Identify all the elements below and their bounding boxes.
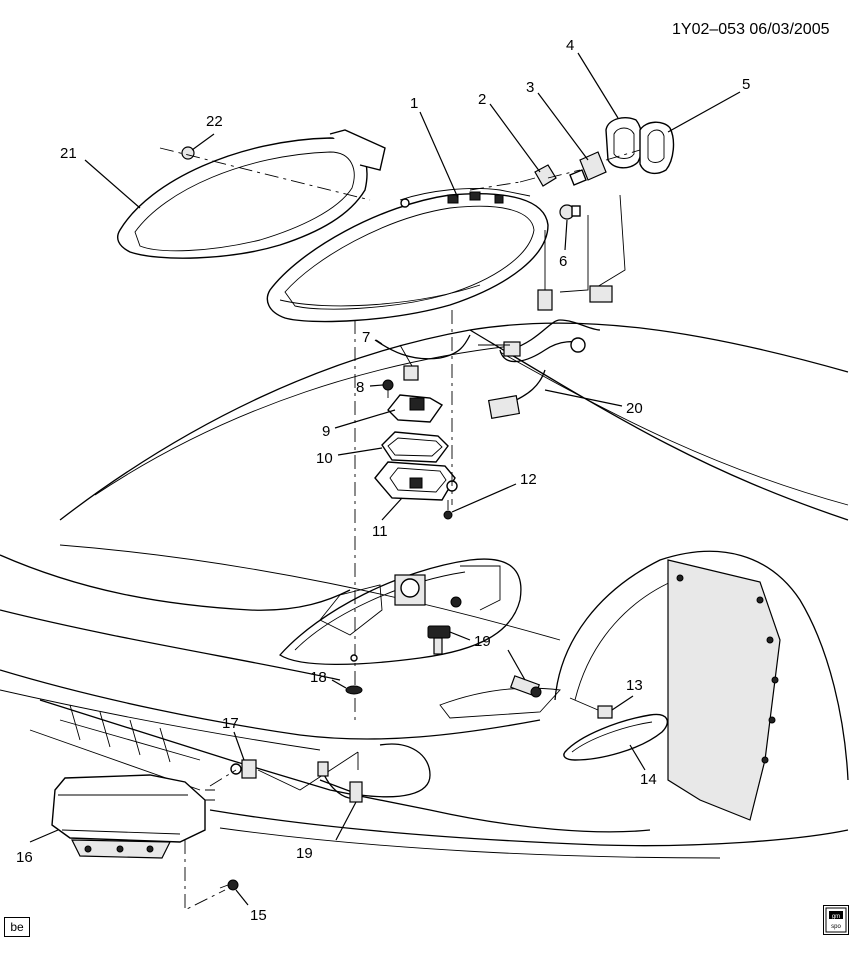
callout-11: 11: [372, 523, 388, 540]
part-4-cover: [605, 117, 643, 169]
callout-19b: 19: [296, 845, 313, 862]
part-12-screw: [443, 500, 453, 520]
part-2-bulb: [519, 164, 557, 187]
part-18-grommet: [345, 685, 363, 695]
callout-6: 6: [559, 253, 567, 270]
part-17-fog-bulb: [209, 759, 257, 787]
callout-21: 21: [60, 145, 77, 162]
part-10-gasket: [381, 431, 449, 463]
callout-17: 17: [222, 715, 239, 732]
callout-5: 5: [742, 76, 750, 93]
callout-16: 16: [16, 849, 33, 866]
callout-1: 1: [410, 95, 418, 112]
gm-spo-logo: gm spo: [823, 905, 849, 935]
callout-20: 20: [626, 400, 643, 417]
callout-7: 7: [362, 329, 370, 346]
leader-lines: [29, 52, 741, 906]
svg-text:spo: spo: [831, 924, 841, 930]
part-15-screw: [219, 879, 239, 891]
callout-19a: 19: [474, 633, 491, 650]
gm-spo-logo-mark: gm spo: [825, 907, 847, 933]
part-9-ballast: [387, 394, 444, 423]
part-19-adjuster: [427, 625, 542, 698]
callout-4: 4: [566, 37, 574, 54]
part-16-fog-lamp: [51, 774, 215, 859]
callout-13: 13: [626, 677, 643, 694]
part-5-cover: [639, 121, 675, 175]
part-22-nut: [181, 146, 195, 160]
callout-22: 22: [206, 113, 223, 130]
callout-9: 9: [322, 423, 330, 440]
part-20-harness: [478, 285, 613, 419]
part-8-screw: [382, 379, 394, 398]
part-13-bulb-socket: [569, 697, 613, 719]
part-11-housing: [374, 461, 458, 501]
part-21-bezel: [117, 129, 386, 259]
section-tag: be: [4, 917, 30, 937]
part-3-socket: [569, 151, 607, 186]
callout-18: 18: [310, 669, 327, 686]
callout-14: 14: [640, 771, 657, 788]
callout-8: 8: [356, 379, 364, 396]
callout-15: 15: [250, 907, 267, 924]
vehicle-body: [0, 322, 849, 859]
part-1-headlamp-assembly: [266, 188, 549, 323]
svg-text:gm: gm: [832, 914, 840, 920]
callout-10: 10: [316, 450, 333, 467]
callout-3: 3: [526, 79, 534, 96]
callout-12: 12: [520, 471, 537, 488]
part-7-wire: [374, 334, 471, 381]
diagram-code: 1Y02–053 06/03/2005: [672, 21, 830, 38]
callout-2: 2: [478, 91, 486, 108]
part-14-side-marker: [563, 713, 669, 761]
